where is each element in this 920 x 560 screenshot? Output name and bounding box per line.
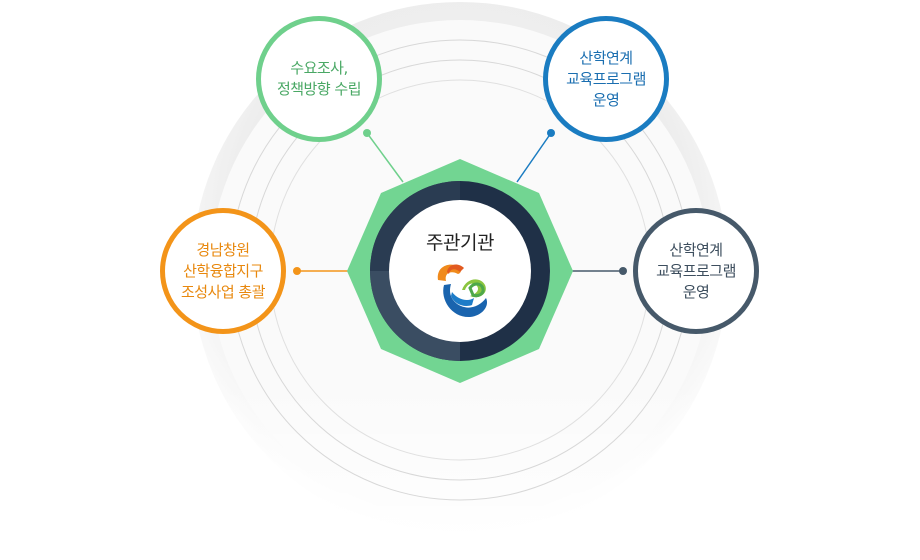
connector-top-left bbox=[366, 132, 404, 183]
connector-dot-left bbox=[293, 267, 301, 275]
node-demand-survey: 수요조사, 정책방향 수립 bbox=[256, 16, 382, 142]
node-education-program-blue: 산학연계 교육프로그램 운영 bbox=[543, 16, 669, 142]
node-label-line: 교육프로그램 bbox=[656, 261, 736, 280]
connector-top-right bbox=[516, 132, 552, 183]
connector-dot-top-right bbox=[547, 129, 555, 137]
node-label-line: 운영 bbox=[682, 282, 710, 301]
node-label-line: 산학연계 bbox=[579, 48, 633, 67]
node-label-line: 정책방향 수립 bbox=[276, 80, 362, 98]
gnu-logo-icon bbox=[437, 264, 488, 318]
node-label-line: 조성사업 총괄 bbox=[180, 282, 266, 301]
connector-dot-top-left bbox=[363, 129, 371, 137]
node-education-program-gray: 산학연계 교육프로그램 운영 bbox=[633, 208, 759, 334]
node-label-line: 경남창원 bbox=[196, 240, 250, 259]
node-label-line: 수요조사, bbox=[290, 59, 348, 77]
node-label-line: 교육프로그램 bbox=[566, 69, 646, 88]
center-title: 주관기관 bbox=[426, 232, 494, 254]
node-label-line: 운영 bbox=[592, 90, 620, 109]
node-label-line: 산학융합지구 bbox=[183, 261, 263, 280]
node-cluster-project: 경남창원 산학융합지구 조성사업 총괄 bbox=[160, 208, 286, 334]
disc-fade bbox=[180, 380, 740, 560]
connector-dot-right bbox=[619, 267, 627, 275]
node-label-line: 산학연계 bbox=[669, 240, 723, 259]
